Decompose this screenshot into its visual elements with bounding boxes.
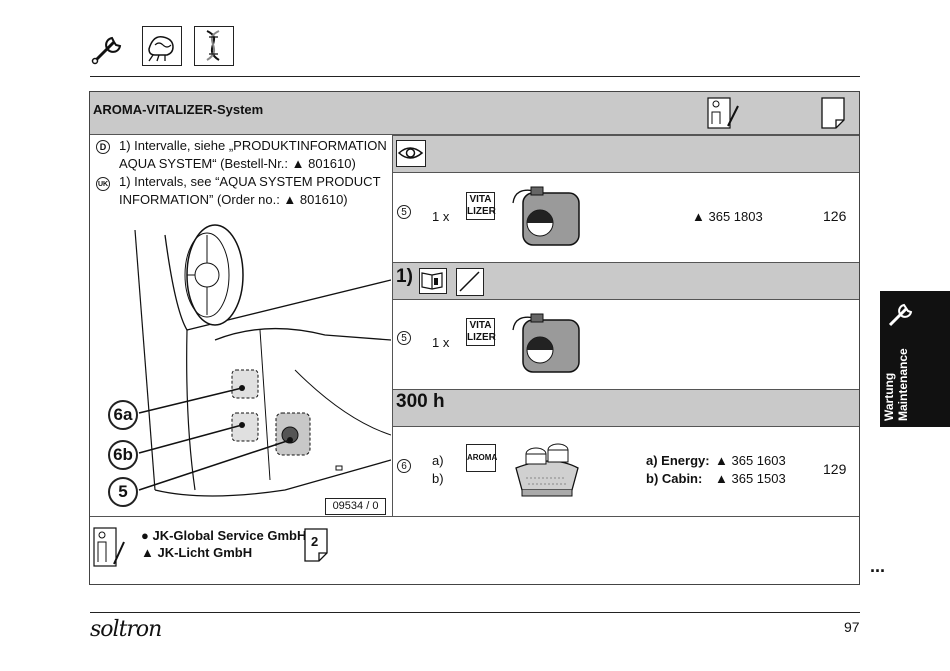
footer-divider <box>90 516 859 517</box>
row1-position: 5 <box>397 205 411 219</box>
note-de-line1: 1) Intervalle, siehe „PRODUKTINFORMATION <box>119 138 387 153</box>
hours-band <box>393 389 859 427</box>
side-tab-line2: Maintenance <box>896 348 910 421</box>
row3-page: 129 <box>823 461 847 477</box>
row2-position: 5 <box>397 331 411 345</box>
page-number: 97 <box>844 619 860 635</box>
spa-illustration <box>95 220 392 516</box>
side-tab-wrench-icon <box>888 303 913 327</box>
service-company-line: ● JK-Global Service GmbH <box>141 528 307 543</box>
callout-6a: 6a <box>108 400 138 430</box>
inspect-band <box>393 135 859 173</box>
row3-option-a: a) <box>432 453 444 468</box>
hand-cleaning-icon <box>142 26 182 66</box>
row2-quantity: 1 x <box>432 335 450 350</box>
row1-page: 126 <box>823 208 847 224</box>
header-rule <box>90 76 860 77</box>
language-marker-uk: UK <box>96 177 110 191</box>
note-de-line2: AQUA SYSTEM“ (Bestell-Nr.: ▲ 801610) <box>119 156 356 171</box>
row2-tag-line1: VITA <box>469 320 492 331</box>
row1-vitalizer-tag: VITA LIZER <box>466 192 496 220</box>
row1-tag-line1: VITA <box>469 194 492 205</box>
page-ref-number: 2 <box>311 534 319 549</box>
side-tab-line1: Wartung <box>882 372 896 421</box>
column-divider <box>392 135 393 516</box>
row1-canister-image <box>505 185 585 247</box>
language-marker-de: D <box>96 140 110 154</box>
note-uk-line1: 1) Intervals, see “AQUA SYSTEM PRODUCT <box>119 174 381 189</box>
section-title-band <box>90 92 859 135</box>
footer-rule <box>90 612 860 613</box>
page-icon <box>820 96 846 130</box>
note-uk-line2: INFORMATION” (Order no.: ▲ 801610) <box>119 192 348 207</box>
row3-energy-part: ▲ 365 1603 <box>715 453 786 468</box>
soltron-logo: soltron <box>90 617 162 642</box>
row3-cabin-label: b) Cabin: <box>646 471 703 486</box>
row2-vitalizer-tag: VITA LIZER <box>466 318 496 346</box>
row2-canister-image <box>505 312 585 374</box>
continuation-marker: ... <box>870 556 886 576</box>
maintenance-table <box>89 91 860 585</box>
row3-aroma-dispenser-image <box>512 440 582 498</box>
footer-technician-icon <box>92 524 126 568</box>
page-ref-icon <box>303 527 329 563</box>
figure-reference: 09534 / 0 <box>325 498 386 515</box>
dna-strand-icon <box>194 26 234 66</box>
row1-tag-line2: LIZER <box>467 206 496 217</box>
row3-aroma-tag: AROMA <box>466 444 497 472</box>
row3-option-b: b) <box>432 471 444 486</box>
row2-tag-line2: LIZER <box>467 332 496 343</box>
row1-quantity: 1 x <box>432 209 450 224</box>
hours-label: 300 h <box>396 391 445 412</box>
eye-icon <box>396 140 426 167</box>
row3-cabin-part: ▲ 365 1503 <box>715 471 786 486</box>
row1-part-number: ▲ 365 1803 <box>692 209 763 224</box>
side-tab-label: Wartung Maintenance <box>882 301 910 421</box>
interval-label: 1) <box>396 266 413 287</box>
light-company-line: ▲ JK-Licht GmbH <box>141 545 253 560</box>
row3-energy-label: a) Energy: <box>646 453 710 468</box>
technician-document-icon <box>706 96 740 130</box>
wrench-icon <box>90 26 130 66</box>
section-title: AROMA-VITALIZER-System <box>93 102 264 117</box>
row3-position: 6 <box>397 459 411 473</box>
slash-box-icon <box>456 268 484 296</box>
section-side-tab: Wartung Maintenance <box>880 291 950 427</box>
callout-5: 5 <box>108 477 138 507</box>
info-book-icon <box>419 268 447 294</box>
callout-6b: 6b <box>108 440 138 470</box>
